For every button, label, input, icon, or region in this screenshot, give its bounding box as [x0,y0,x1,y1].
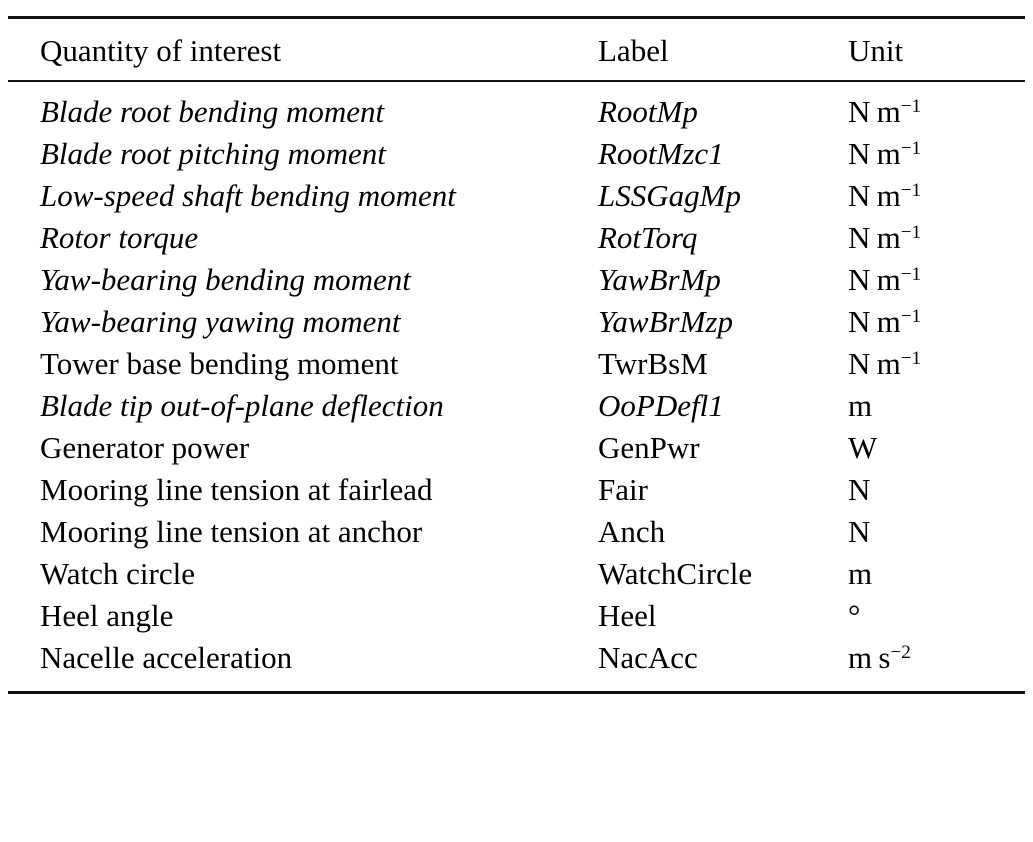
unit-value: N m−1 [848,136,921,171]
cell-unit: N m−1 [848,222,1025,264]
cell-unit: N m−1 [848,81,1025,138]
cell-unit: W [848,432,1025,474]
cell-label: NacAcc [598,642,848,694]
table-row: Blade tip out-of-plane deflection OoPDefl… [8,390,1025,432]
cell-label: YawBrMp [598,262,721,297]
cell-quantity: Yaw-bearing bending moment [40,262,411,297]
unit-value: m [848,388,872,423]
cell-label: Heel [598,598,657,633]
unit-value: m [848,556,872,591]
unit-exponent: −1 [900,222,922,244]
cell-label: Anch [598,514,666,549]
cell-quantity: Tower base bending moment [40,346,399,381]
unit-value: N [848,472,870,507]
cell-unit: N m−1 [848,306,1025,348]
table-row: Low-speed shaft bending moment LSSGagMp N … [8,180,1025,222]
cell-unit: m [848,390,1025,432]
cell-label: OoPDefl1 [598,388,724,423]
unit-value: ° [848,598,860,633]
cell-unit: ° [848,600,1025,642]
unit-exponent: −1 [900,264,922,286]
unit-value: m s−2 [848,640,911,675]
unit-base: N [848,514,871,549]
table-row: Rotor torque RotTorq N m−1 [8,222,1025,264]
cell-label: RootMzc1 [598,136,724,171]
table-row: Mooring line tension at anchor Anch N [8,516,1025,558]
unit-base: N m [848,178,901,213]
unit-exponent: −1 [900,138,922,160]
cell-unit: N m−1 [848,180,1025,222]
unit-value: N [848,514,870,549]
cell-label: LSSGagMp [598,178,741,213]
unit-exponent: −1 [900,180,922,202]
cell-unit: N [848,474,1025,516]
unit-base: m [848,388,873,423]
cell-quantity: Yaw-bearing yawing moment [40,304,401,339]
cell-unit: N m−1 [848,264,1025,306]
unit-base: ° [848,598,861,633]
cell-label: RootMp [598,94,698,129]
unit-base: N m [848,346,901,381]
cell-unit: N m−1 [848,348,1025,390]
cell-label: TwrBsM [598,346,708,381]
cell-quantity: Watch circle [40,556,195,591]
unit-exponent: −1 [900,306,922,328]
cell-label: YawBrMzp [598,304,733,339]
unit-base: W [848,430,878,465]
cell-label: WatchCircle [598,556,753,591]
unit-base: N [848,472,871,507]
unit-base: N m [848,262,901,297]
cell-unit: N m−1 [848,138,1025,180]
unit-value: N m−1 [848,178,921,213]
cell-quantity: Low-speed shaft bending moment [40,178,456,213]
unit-base: N m [848,136,901,171]
table-header-row: Quantity of interest Label Unit [8,16,1025,82]
unit-value: N m−1 [848,304,921,339]
table-row: Yaw-bearing bending moment YawBrMp N m−1 [8,264,1025,306]
cell-label: Fair [598,472,648,507]
cell-unit: N [848,516,1025,558]
unit-base: N m [848,304,901,339]
table-row: Watch circle WatchCircle m [8,558,1025,600]
unit-base: N m [848,94,901,129]
table-row: Generator power GenPwr W [8,432,1025,474]
unit-base: N m [848,220,901,255]
cell-label: GenPwr [598,430,700,465]
table-row: Blade root pitching moment RootMzc1 N m−1 [8,138,1025,180]
quantities-of-interest-table: Quantity of interest Label Unit Blade ro… [8,16,1025,694]
unit-value: N m−1 [848,262,921,297]
cell-label: RotTorq [598,220,698,255]
unit-value: N m−1 [848,346,921,381]
table-row: Heel angle Heel ° [8,600,1025,642]
cell-quantity: Blade tip out-of-plane deflection [40,388,444,423]
table-row: Blade root bending moment RootMp N m−1 [8,81,1025,138]
cell-unit: m [848,558,1025,600]
unit-base: m [848,556,873,591]
cell-quantity: Blade root bending moment [40,94,385,129]
table-row: Tower base bending moment TwrBsM N m−1 [8,348,1025,390]
cell-quantity: Heel angle [40,598,174,633]
cell-quantity: Rotor torque [40,220,199,255]
unit-exponent: −2 [890,642,911,664]
cell-unit: m s−2 [848,640,1025,694]
table-header: Quantity of interest Label Unit [8,16,1025,82]
cell-quantity: Nacelle acceleration [8,642,598,694]
unit-value: N m−1 [848,220,921,255]
unit-value: W [848,430,877,465]
table-row: Yaw-bearing yawing moment YawBrMzp N m−1 [8,306,1025,348]
unit-exponent: −1 [900,96,922,118]
table-row: Mooring line tension at fairlead Fair N [8,474,1025,516]
cell-quantity: Blade root pitching moment [40,136,386,171]
unit-base: m s [848,640,891,675]
unit-value: N m−1 [848,94,921,129]
column-header-label: Label [598,16,848,82]
column-header-quantity: Quantity of interest [8,16,598,82]
cell-quantity: Generator power [40,430,250,465]
column-header-unit: Unit [848,16,1025,82]
cell-quantity: Mooring line tension at fairlead [40,472,433,507]
cell-quantity: Mooring line tension at anchor [40,514,423,549]
unit-exponent: −1 [900,348,922,370]
